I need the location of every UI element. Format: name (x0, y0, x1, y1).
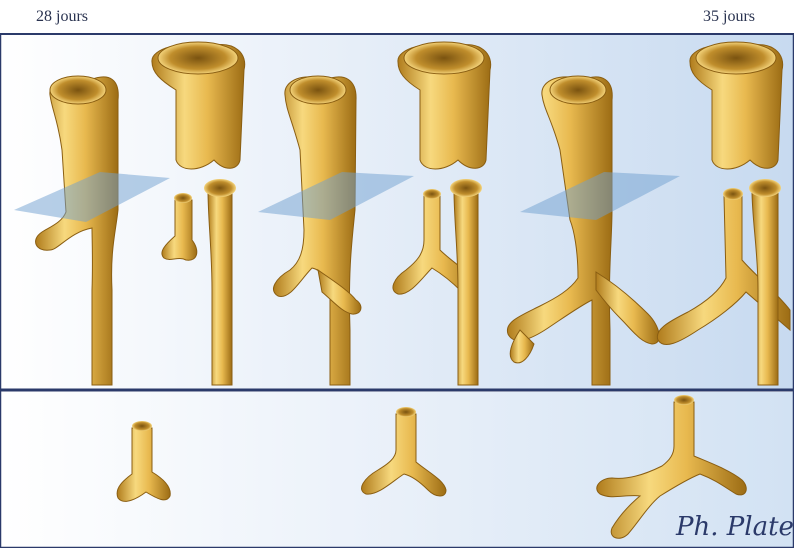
age-label-35-days: 35 jours (703, 8, 755, 26)
artist-signature: Ph. Plateau (676, 512, 794, 542)
header-band (0, 0, 794, 34)
age-label-28-days: 28 jours (36, 8, 88, 26)
header-divider (0, 33, 794, 35)
